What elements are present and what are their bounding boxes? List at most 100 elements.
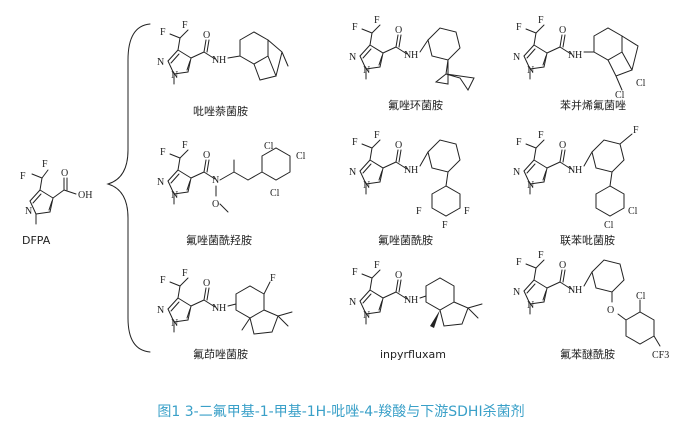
atom-n: N (171, 190, 178, 201)
label-m4: 氟唑菌酰羟胺 (186, 233, 252, 247)
atom-cl: Cl (628, 206, 638, 217)
label-m2: 氟唑环菌胺 (388, 98, 443, 112)
atom-f: F (42, 159, 48, 170)
label-dfpa: DFPA (22, 234, 51, 247)
atom-n: N (513, 52, 520, 63)
atom-f: F (464, 206, 470, 217)
atom-cl: Cl (604, 220, 614, 231)
label-m6: 联苯吡菌胺 (560, 233, 615, 247)
atom-o: O (61, 168, 68, 179)
atom-n: N (513, 167, 520, 178)
atom-cl: Cl (636, 291, 646, 302)
label-m1: 吡唑萘菌胺 (193, 104, 248, 118)
atom-f: F (416, 206, 422, 217)
atom-cl: Cl (636, 78, 646, 89)
atom-f: F (352, 22, 358, 33)
atom-f: F (20, 171, 26, 182)
atom-n: N (349, 52, 356, 63)
label-m9: 氟苯醚酰胺 (560, 347, 615, 361)
atom-o: O (395, 140, 402, 151)
molecule-m6: F F N N O N H F Cl Cl 联苯吡菌胺 (513, 125, 639, 247)
molecule-m4: F F N N O N O Cl Cl Cl 氟唑菌酰羟胺 (157, 140, 306, 247)
atom-oh: OH (78, 190, 92, 201)
atom-h: H (575, 285, 582, 296)
atom-n: N (527, 300, 534, 311)
atom-f: F (352, 267, 358, 278)
molecule-m8: F F N N O N H inpyrfluxam (349, 260, 483, 361)
figure-caption: 图1 3-二氟甲基-1-甲基-1H-吡唑-4-羧酸与下游SDHI杀菌剂 (157, 404, 525, 420)
atom-f: F (538, 130, 544, 141)
atom-h: H (411, 295, 418, 306)
atom-h: H (575, 50, 582, 61)
atom-n: N (568, 50, 575, 61)
label-m3: 苯并烯氟菌唑 (560, 98, 626, 112)
atom-n: N (363, 65, 370, 76)
label-m7: 氟茚唑菌胺 (193, 347, 248, 361)
atom-o: O (559, 260, 566, 271)
atom-n: N (404, 295, 411, 306)
atom-f: F (516, 257, 522, 268)
atom-n: N (349, 167, 356, 178)
atom-n: N (404, 165, 411, 176)
molecule-m5: F F N N O N H F F F 氟唑菌酰胺 (349, 130, 470, 247)
atom-f: F (516, 137, 522, 148)
atom-f: F (538, 250, 544, 261)
atom-f: F (374, 15, 380, 26)
atom-n: N (527, 180, 534, 191)
atom-o: O (607, 305, 614, 316)
atom-h: H (411, 165, 418, 176)
atom-f: F (160, 275, 166, 286)
molecule-m7: F F N N O N H F 氟茚唑菌胺 (157, 268, 293, 361)
label-m5: 氟唑菌酰胺 (378, 233, 433, 247)
atom-n: N (212, 303, 219, 314)
atom-f: F (182, 20, 188, 31)
atom-h: H (219, 303, 226, 314)
atom-f: F (374, 260, 380, 271)
atom-n: N (363, 310, 370, 321)
atom-n: N (157, 177, 164, 188)
atom-n: N (349, 297, 356, 308)
atom-n: N (212, 55, 219, 66)
atom-f: F (633, 125, 639, 136)
atom-f: F (160, 27, 166, 38)
atom-cl: Cl (296, 151, 306, 162)
atom-n: N (527, 65, 534, 76)
atom-n: N (513, 287, 520, 298)
grouping-brace (106, 23, 151, 353)
atom-f: F (182, 268, 188, 279)
atom-n: N (568, 165, 575, 176)
atom-f: F (374, 130, 380, 141)
atom-cf3: CF3 (652, 350, 669, 361)
molecule-dfpa: F F N O OH DFPA (20, 159, 92, 247)
atom-n: N (25, 206, 32, 217)
atom-n: N (171, 70, 178, 81)
atom-n: N (404, 50, 411, 61)
atom-o: O (395, 25, 402, 36)
molecule-m2: F F N N O N H 氟唑环菌胺 (349, 15, 475, 112)
molecule-m3: F F N N O N H Cl Cl 苯并烯氟菌唑 (513, 15, 646, 112)
atom-f: F (270, 273, 276, 284)
atom-f: F (538, 15, 544, 26)
atom-cl: Cl (264, 141, 274, 152)
atom-o: O (395, 270, 402, 281)
atom-cl: Cl (270, 188, 280, 199)
molecule-m9: F F N N O N H O Cl CF3 氟苯醚酰胺 (513, 250, 669, 361)
atom-h: H (575, 165, 582, 176)
atom-o: O (559, 140, 566, 151)
atom-n: N (157, 305, 164, 316)
atom-n: N (171, 318, 178, 329)
atom-o: O (212, 199, 219, 210)
atom-o: O (203, 278, 210, 289)
atom-o: O (203, 150, 210, 161)
label-m8: inpyrfluxam (380, 348, 446, 361)
atom-f: F (442, 220, 448, 231)
atom-h: H (411, 50, 418, 61)
atom-n: N (568, 285, 575, 296)
atom-n: N (157, 57, 164, 68)
atom-o: O (203, 30, 210, 41)
molecule-m1: F F N N O N H 吡唑萘菌胺 (157, 20, 289, 118)
atom-f: F (516, 22, 522, 33)
atom-h: H (219, 55, 226, 66)
atom-n: N (212, 175, 219, 186)
